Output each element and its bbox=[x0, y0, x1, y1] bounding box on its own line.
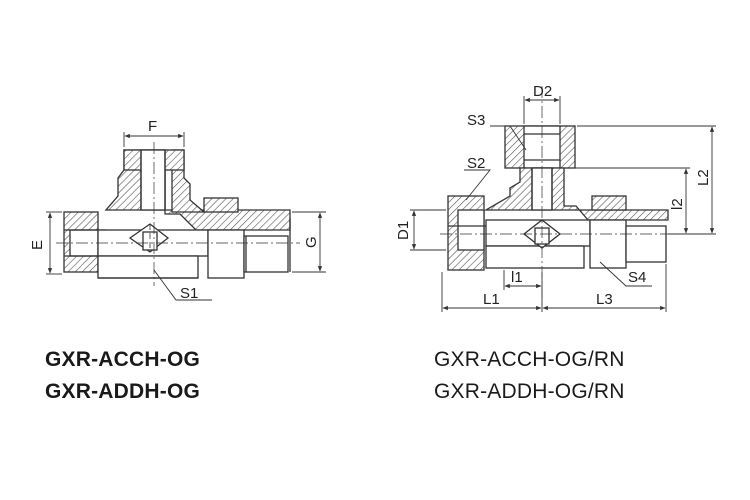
right-model-name-2: GXR-ADDH-OG/RN bbox=[434, 380, 625, 403]
left-dimensions bbox=[46, 132, 326, 301]
leader-S1 bbox=[153, 269, 212, 301]
right-body-lower bbox=[485, 245, 585, 269]
left-model-name-2: GXR-ADDH-OG bbox=[45, 380, 201, 403]
right-tee-fitting bbox=[440, 86, 676, 300]
left-nut bbox=[203, 197, 239, 213]
label-S4: S4 bbox=[628, 269, 646, 286]
right-branch-body bbox=[483, 167, 669, 221]
left-body-lower bbox=[97, 255, 199, 279]
left-model-name-1: GXR-ACCH-OG bbox=[45, 348, 201, 371]
label-S3: S3 bbox=[467, 112, 485, 129]
label-l1: l1 bbox=[511, 269, 523, 286]
label-S1: S1 bbox=[180, 285, 198, 302]
label-F: F bbox=[148, 118, 157, 135]
right-model-names: GXR-ACCH-OG/RN GXR-ADDH-OG/RN bbox=[434, 344, 625, 408]
label-G: G bbox=[303, 236, 320, 248]
leader-S4 bbox=[599, 261, 652, 287]
label-L2: L2 bbox=[695, 169, 712, 186]
label-l2: l2 bbox=[669, 198, 686, 210]
label-L3: L3 bbox=[596, 291, 613, 308]
label-L1: L1 bbox=[483, 291, 500, 308]
leader-S3 bbox=[490, 125, 527, 151]
right-model-name-1: GXR-ACCH-OG/RN bbox=[434, 348, 625, 371]
left-tee-fitting bbox=[56, 142, 300, 286]
label-D2: D2 bbox=[533, 83, 552, 100]
right-right-nut bbox=[591, 195, 627, 211]
label-S2: S2 bbox=[467, 155, 485, 172]
label-E: E bbox=[29, 240, 46, 250]
right-dimensions bbox=[410, 96, 716, 312]
label-D1: D1 bbox=[395, 221, 412, 240]
left-model-names: GXR-ACCH-OG GXR-ADDH-OG bbox=[45, 344, 200, 408]
leader-S2 bbox=[464, 169, 491, 201]
